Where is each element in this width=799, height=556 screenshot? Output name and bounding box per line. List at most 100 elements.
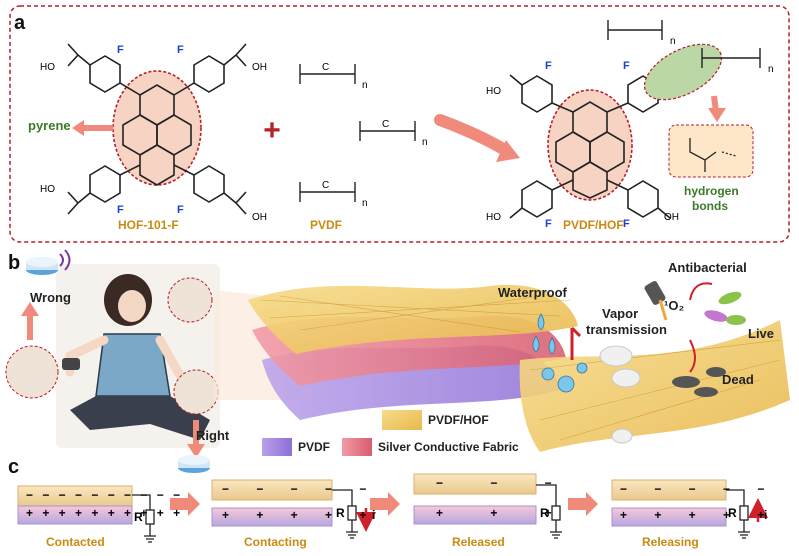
hbond-sketch bbox=[689, 138, 737, 172]
inset-circle-top-right bbox=[167, 277, 213, 323]
resistor-label-2: R bbox=[336, 506, 345, 520]
atom-ho-2: HO bbox=[40, 184, 55, 195]
hof-label: HOF-101-F bbox=[118, 218, 179, 232]
atom-oh-1: OH bbox=[252, 62, 267, 73]
wrong-arrowhead bbox=[21, 302, 39, 316]
dead-arrow bbox=[689, 339, 696, 373]
charges-releasing-bottom: + + + + + bbox=[620, 508, 777, 522]
vapor-label-line2: transmission bbox=[586, 322, 667, 337]
charges-released-top: − − − bbox=[436, 476, 574, 490]
hbond-box bbox=[668, 124, 754, 178]
charges-releasing-top: − − − − − bbox=[620, 482, 777, 496]
panel-b-letter: b bbox=[8, 252, 21, 274]
stage-contacting bbox=[211, 479, 333, 527]
atom-f-2: F bbox=[177, 44, 184, 56]
pyrene-label: pyrene bbox=[28, 118, 71, 133]
light-source-icon bbox=[644, 281, 668, 321]
charges-released-bottom: + + + bbox=[436, 506, 574, 520]
live-label: Live bbox=[748, 326, 775, 341]
pvdf-n-1: n bbox=[362, 80, 368, 91]
atom-oh-2: OH bbox=[252, 212, 267, 223]
sensor-device-bottom bbox=[178, 455, 210, 473]
product-label: PVDF/HOF bbox=[563, 218, 624, 232]
o2-arrow bbox=[689, 282, 713, 301]
bacteria-live bbox=[704, 291, 746, 325]
pvdf-c-3: C bbox=[322, 180, 330, 191]
hbonds-label-line2: bonds bbox=[692, 199, 728, 213]
charges-contacted-bottom: + + + + + + + + + + bbox=[26, 506, 184, 520]
hbonds-label-line1: hydrogen bbox=[684, 184, 739, 198]
legend-swatch-silver bbox=[342, 438, 372, 456]
legend-label-pvdf: PVDF bbox=[298, 440, 331, 454]
current-label-2: i bbox=[764, 508, 768, 522]
panel-c-letter: c bbox=[8, 456, 20, 478]
functional-fabric-fibers bbox=[529, 339, 781, 441]
pvdf-c-1: C bbox=[322, 62, 330, 73]
product-atom-f-3: F bbox=[545, 218, 552, 230]
product-ho-1: HO bbox=[486, 86, 501, 97]
stage-label-contacted: Contacted bbox=[46, 535, 105, 549]
resistor-label-1: R bbox=[134, 510, 143, 524]
pvdf-c-2: C bbox=[382, 119, 390, 130]
wrong-label: Wrong bbox=[30, 290, 71, 305]
charges-contacting-bottom: + + + + + bbox=[222, 508, 379, 522]
bacteria-dead bbox=[672, 367, 726, 397]
atom-f-3: F bbox=[117, 204, 124, 216]
waterproof-arrow bbox=[570, 326, 582, 360]
plus-sign: + bbox=[263, 114, 281, 147]
product-n-2: n bbox=[768, 64, 774, 75]
stage-contacted bbox=[17, 485, 133, 525]
right-arrowhead bbox=[187, 444, 205, 458]
charges-contacting-top: − − − − − bbox=[222, 482, 379, 496]
pvdf-monomers bbox=[299, 64, 416, 202]
right-label: Right bbox=[196, 428, 230, 443]
hbond-arrowhead bbox=[708, 108, 726, 122]
pyrene-arrowhead bbox=[72, 120, 84, 136]
stage-arrows bbox=[170, 492, 598, 516]
singlet-oxygen-label: ¹O₂ bbox=[664, 298, 685, 313]
sensor-device-top bbox=[26, 257, 58, 275]
product-atom-f-2: F bbox=[623, 60, 630, 72]
hof-molecule bbox=[67, 43, 247, 215]
reaction-arrow bbox=[434, 114, 511, 156]
product-oh: OH bbox=[664, 212, 679, 223]
pvdf-label: PVDF bbox=[310, 218, 343, 232]
legend-label-pvdfhof: PVDF/HOF bbox=[428, 413, 489, 427]
product-ho-2: HO bbox=[486, 212, 501, 223]
vapor-clouds bbox=[599, 345, 641, 444]
stage-released bbox=[413, 473, 537, 525]
resistor-label-3: R bbox=[540, 506, 549, 520]
stage-releasing bbox=[611, 479, 727, 527]
inset-circle-left bbox=[5, 345, 59, 399]
vapor-label-line1: Vapor bbox=[602, 306, 639, 321]
charges-contacted-top: − − − − − − − − − − bbox=[26, 488, 184, 502]
product-molecule bbox=[509, 74, 683, 219]
stage-label-releasing: Releasing bbox=[642, 535, 699, 549]
fiber-lines bbox=[259, 295, 571, 333]
product-pvdf-chains bbox=[607, 20, 761, 68]
waterproof-label: Waterproof bbox=[498, 285, 567, 300]
inset-circle-bottom-right bbox=[173, 369, 219, 415]
reaction-arrowhead bbox=[496, 140, 520, 162]
resistor-label-4: R bbox=[728, 506, 737, 520]
wifi-icon bbox=[59, 249, 71, 271]
functional-fabric bbox=[519, 320, 790, 452]
atom-ho-1: HO bbox=[40, 62, 55, 73]
panel-a-letter: a bbox=[14, 12, 26, 34]
product-atom-f-1: F bbox=[545, 60, 552, 72]
atom-f-4: F bbox=[177, 204, 184, 216]
pvdf-n-3: n bbox=[362, 198, 368, 209]
product-atom-f-4: F bbox=[623, 218, 630, 230]
current-label-1: i bbox=[372, 508, 376, 522]
water-droplets bbox=[532, 313, 588, 393]
circuits bbox=[132, 484, 750, 543]
pvdf-n-2: n bbox=[422, 137, 428, 148]
panel-a-frame bbox=[9, 5, 790, 243]
atom-f-1: F bbox=[117, 44, 124, 56]
legend-swatch-pvdfhof bbox=[382, 410, 422, 430]
dead-label: Dead bbox=[722, 372, 754, 387]
stage-label-released: Released bbox=[452, 535, 505, 549]
legend-swatch-pvdf bbox=[262, 438, 292, 456]
antibacterial-label: Antibacterial bbox=[668, 260, 747, 275]
